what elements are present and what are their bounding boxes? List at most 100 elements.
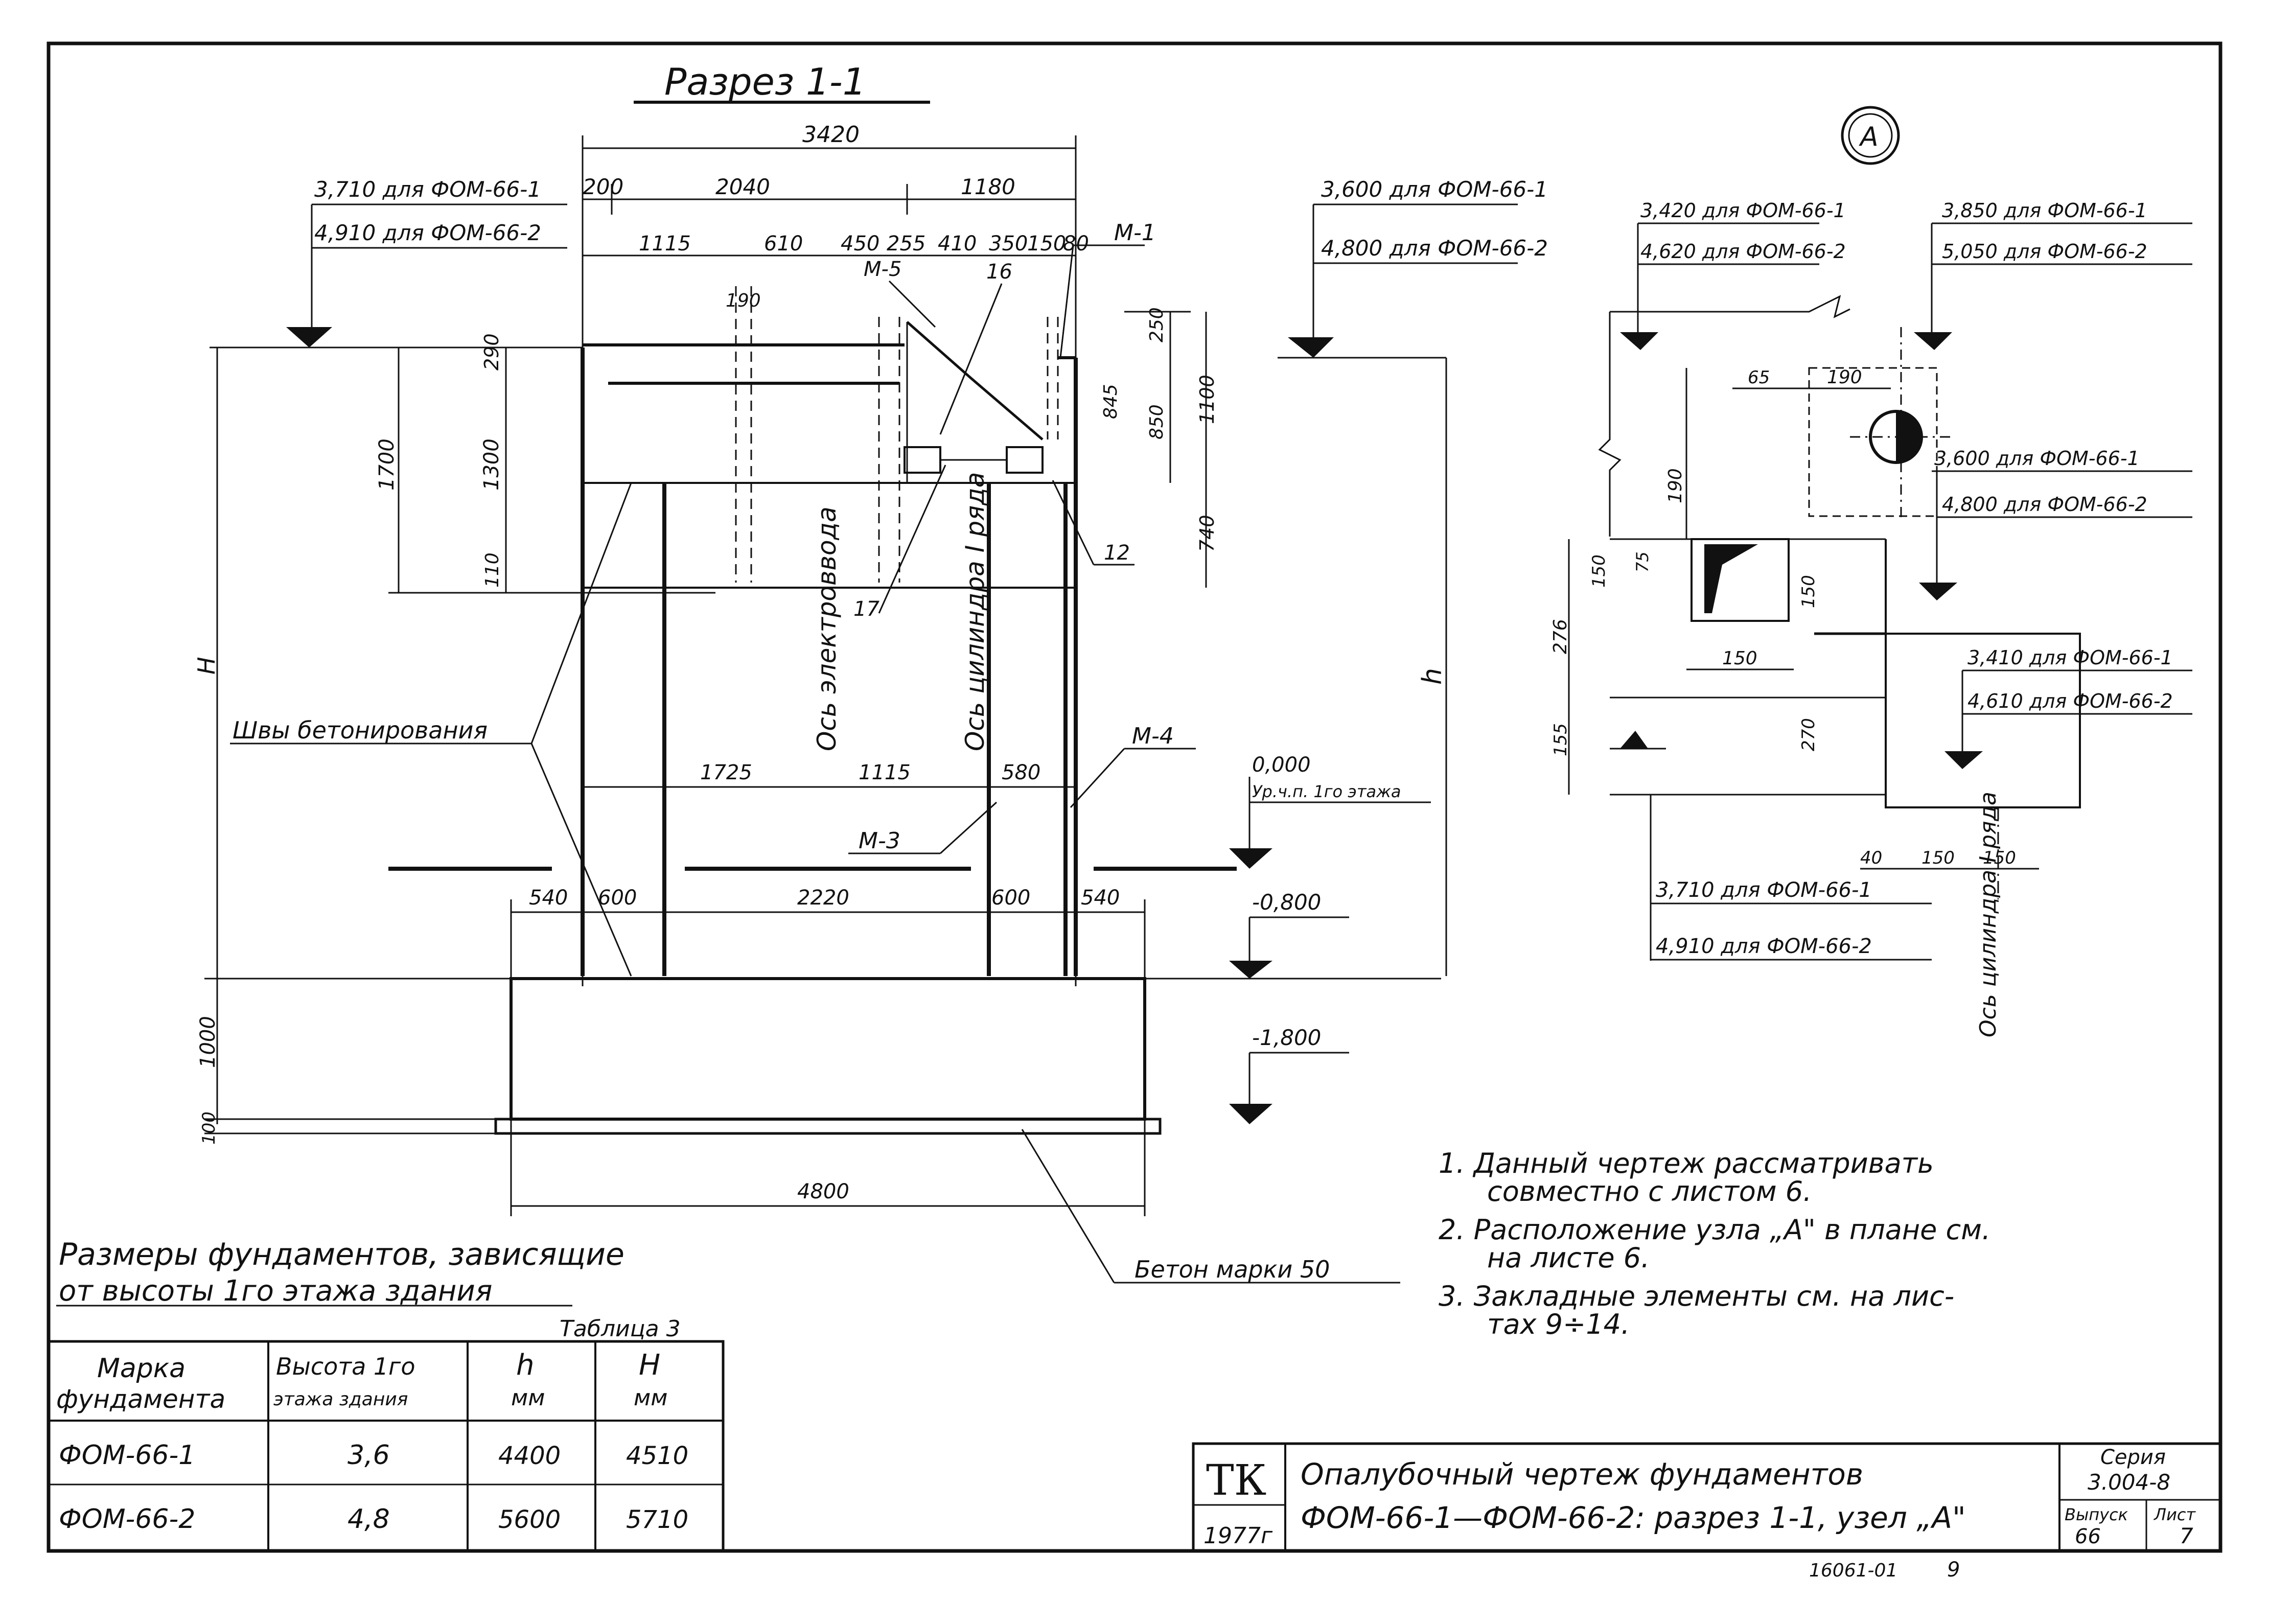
level-zero-note: Ур.ч.п. 1го этажа (1252, 782, 1401, 801)
table-cell-r1-height: 3,6 (348, 1440, 390, 1471)
section-1-1: Разрез 1-1 3420 200 2040 1180 1115 610 4… (193, 60, 1548, 1284)
level-right-2: 4,800 для ФОМ-66-2 (1321, 236, 1548, 261)
mark-190: 190 (726, 290, 761, 311)
dim-h: h (1417, 668, 1448, 685)
stamp-sheet: 7 (2180, 1523, 2193, 1548)
dim-v-850: 850 (1146, 404, 1167, 439)
dim-v-250: 250 (1146, 307, 1167, 342)
table-cell-r2-height: 4,8 (348, 1504, 390, 1535)
dim-sub-450: 450 (841, 232, 879, 256)
table-heading-2: от высоты 1го этажа здания (59, 1274, 492, 1308)
table-header-mark-1: Марка (97, 1353, 186, 1384)
dim-sub-410: 410 (938, 232, 977, 256)
dim-v-1100: 1100 (1196, 375, 1218, 424)
level-marker-zero (1229, 848, 1272, 869)
node-level-tr-2: 5,050 для ФОМ-66-2 (1942, 240, 2147, 263)
mark-17: 17 (853, 597, 879, 621)
level-right-1: 3,600 для ФОМ-66-1 (1321, 177, 1548, 202)
dim-sub-80: 80 (1063, 232, 1089, 256)
table-cell-r2-H: 5710 (626, 1505, 688, 1534)
table-header-h-1: h (516, 1349, 535, 1382)
node-dim-270: 270 (1798, 718, 1819, 751)
dim-base-2220: 2220 (797, 886, 849, 910)
table-cell-r1-h: 4400 (498, 1442, 561, 1470)
node-level-lr-1: 3,410 для ФОМ-66-1 (1967, 646, 2173, 669)
mark-m4: М-4 (1132, 723, 1174, 749)
node-dim-40: 40 (1860, 848, 1882, 868)
mark-m3: М-3 (859, 828, 900, 854)
dim-base-600a: 600 (598, 886, 637, 910)
stamp-title-1: Опалубочный чертеж фундаментов (1301, 1457, 1863, 1492)
anchor-plate-left (904, 446, 941, 474)
dim-overall-width: 3420 (802, 122, 860, 148)
seams-label: Швы бетонирования (233, 716, 488, 744)
dim-base-600b: 600 (991, 886, 1030, 910)
node-level-bot-1: 3,710 для ФОМ-66-1 (1656, 878, 1872, 902)
node-a: А 3,420 для ФОМ-66-1 4,620 для ФОМ-66-2 … (1550, 106, 2192, 1037)
node-marker-left-up (1620, 731, 1648, 749)
axis-cylinder-label: Ось цилиндра I ряда (960, 472, 990, 751)
dim-v-1700: 1700 (375, 438, 399, 491)
foundation-base (510, 977, 1146, 1121)
title-block: ТК 1977г Опалубочный чертеж фундаментов … (1192, 1442, 2222, 1552)
dim-mid-1725: 1725 (700, 761, 752, 784)
dim-v-290: 290 (480, 333, 503, 370)
table-header-height-1: Высота 1го (276, 1353, 415, 1380)
node-embed-shape (1704, 544, 1758, 613)
stamp-issue: 66 (2075, 1525, 2101, 1548)
node-marker-mr (1919, 583, 1957, 600)
footer-page: 9 (1947, 1558, 1960, 1582)
node-dim-65: 65 (1748, 367, 1770, 388)
mark-16: 16 (986, 260, 1012, 284)
table-heading-1: Размеры фундаментов, зависящие (59, 1237, 624, 1272)
node-dim-150h: 150 (1722, 648, 1757, 669)
stamp-issue-label: Выпуск (2065, 1505, 2128, 1524)
table-cell-r1-H: 4510 (626, 1442, 688, 1470)
node-dim-276: 276 (1550, 619, 1571, 654)
level-zero: 0,000 (1252, 753, 1311, 777)
mark-m1: М-1 (1114, 220, 1156, 246)
level-left-2: 4,910 для ФОМ-66-2 (314, 220, 541, 245)
dim-v-1300: 1300 (480, 438, 503, 491)
anchor-plate-right (1006, 446, 1044, 474)
dim-base-width: 4800 (797, 1180, 849, 1203)
concrete-label: Бетон марки 50 (1135, 1256, 1330, 1283)
table-header-h-2: мм (511, 1385, 545, 1411)
table-header-H-1: H (639, 1349, 660, 1382)
level-180: -1,800 (1252, 1025, 1321, 1050)
node-dim-150a: 150 (1921, 848, 1955, 868)
stamp-series: 3.004-8 (2088, 1470, 2170, 1495)
dim-sub-150: 150 (1027, 232, 1066, 256)
table-cell-r2-h: 5600 (498, 1505, 561, 1534)
level-marker-180 (1229, 1104, 1272, 1124)
dim-sub-610: 610 (764, 232, 803, 256)
table-header-mark-2: фундамента (56, 1384, 225, 1414)
dim-base-540b: 540 (1081, 886, 1120, 910)
stamp-title-2: ФОМ-66-1—ФОМ-66-2: разрез 1-1, узел „А" (1301, 1500, 1966, 1535)
sheet-frame (47, 41, 2222, 1553)
dim-sub-1115: 1115 (639, 232, 691, 256)
dim-base-pad: 100 (199, 1111, 219, 1145)
stamp-year: 1977г (1203, 1523, 1273, 1549)
stamp-frame (1192, 1442, 2222, 1552)
node-level-tl-2: 4,620 для ФОМ-66-2 (1640, 240, 1846, 263)
table-cell-r2-mark: ФОМ-66-2 (59, 1504, 195, 1535)
node-marker-tr (1914, 332, 1952, 350)
dim-top-1180: 1180 (961, 174, 1015, 199)
dim-v-110: 110 (482, 552, 503, 588)
node-dim-150r: 150 (1798, 575, 1819, 608)
table-caption: Таблица 3 (560, 1316, 681, 1342)
section-title: Разрез 1-1 (664, 60, 866, 103)
dim-v-845: 845 (1100, 384, 1121, 419)
mark-12: 12 (1104, 541, 1130, 565)
node-level-mr-1: 3,600 для ФОМ-66-1 (1934, 447, 2140, 470)
node-marker-lr (1944, 751, 1983, 769)
embedded-slope (906, 321, 1044, 440)
node-level-tr-1: 3,850 для ФОМ-66-1 (1942, 199, 2147, 222)
node-a-circle (1841, 106, 1900, 165)
level-left-1: 3,710 для ФОМ-66-1 (314, 177, 541, 202)
dim-sub-255: 255 (887, 232, 925, 256)
stamp-sheet-label: Лист (2154, 1505, 2196, 1524)
level-marker-080 (1229, 961, 1272, 979)
dim-H: H (193, 657, 220, 675)
